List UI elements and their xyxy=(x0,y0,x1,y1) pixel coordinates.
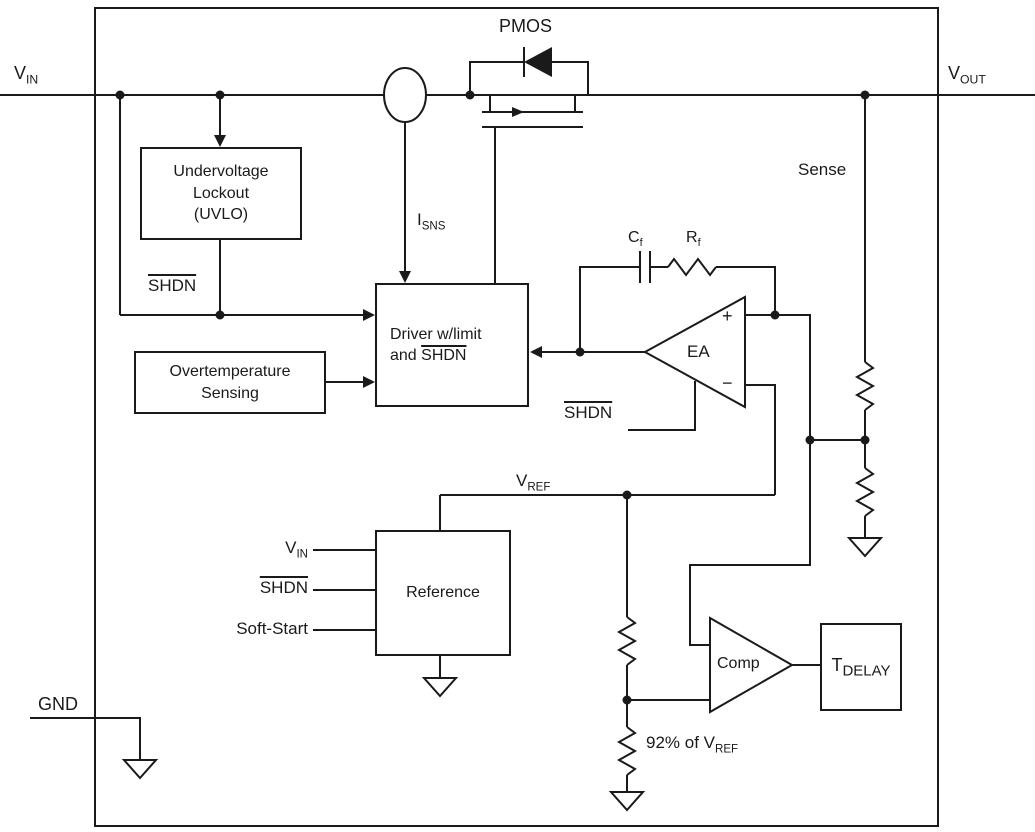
reference-title: Reference xyxy=(406,584,480,602)
isns-text: I xyxy=(417,210,422,229)
driver-line2: and SHDN xyxy=(390,345,466,366)
current-sense-icon xyxy=(383,67,427,123)
pct-main-text: V xyxy=(703,733,715,752)
sense-resistor-bottom xyxy=(854,467,876,517)
vin-subscript: IN xyxy=(26,72,39,87)
ea-label: EA xyxy=(687,342,710,362)
sense-text: Sense xyxy=(798,160,847,179)
vout-text: V xyxy=(948,63,961,83)
ea-text: EA xyxy=(687,342,710,361)
reference-block: Reference xyxy=(375,530,511,656)
gnd-text: GND xyxy=(38,694,78,714)
shdn-uvlo-text: SHDN xyxy=(148,276,197,295)
shdn-ea-text: SHDN xyxy=(564,403,613,422)
uvlo-block: Undervoltage Lockout (UVLO) xyxy=(140,147,302,240)
ic-boundary-box xyxy=(94,7,939,827)
comp-comparator-triangle xyxy=(709,616,795,714)
ref-shdn-text: SHDN xyxy=(259,578,308,597)
ea-minus-label: − xyxy=(722,373,733,394)
comp-label: Comp xyxy=(717,655,760,673)
vout-label: VOUT xyxy=(948,63,986,87)
vin-label: VIN xyxy=(14,63,39,87)
driver-block: Driver w/limit and SHDN xyxy=(375,283,529,407)
ea-amplifier-triangle xyxy=(642,295,746,409)
overtemp-line1: Overtemperature xyxy=(169,363,291,381)
ea-minus-text: − xyxy=(722,373,733,393)
uvlo-line2: Lockout xyxy=(192,184,250,202)
overtemperature-sensing-block: Overtemperature Sensing xyxy=(134,351,326,414)
pmos-transistor-icon xyxy=(482,95,583,128)
vin-text: V xyxy=(14,63,27,83)
ea-plus-label: + xyxy=(722,306,733,327)
ground-symbol-divider xyxy=(608,791,646,812)
vout-subscript: OUT xyxy=(960,72,986,87)
vref-label: VREF xyxy=(516,471,551,494)
cf-text: C xyxy=(628,229,640,246)
tdelay-subscript: DELAY xyxy=(842,662,891,680)
rf-text: R xyxy=(686,229,698,246)
pct-prefix-text: 92% of xyxy=(646,733,704,752)
overtemp-line2: Sensing xyxy=(201,384,259,402)
rf-label: Rf xyxy=(686,229,701,250)
driver-line2-prefix: and xyxy=(390,347,422,364)
ref-vin-text: V xyxy=(285,538,297,557)
ref-input-vin-label: VIN xyxy=(150,538,308,561)
cf-subscript: f xyxy=(639,237,643,250)
vref-text: V xyxy=(516,471,528,490)
isns-label: ISNS xyxy=(417,210,446,233)
sense-resistor-top xyxy=(854,361,876,411)
pmos-label: PMOS xyxy=(499,16,552,37)
ref-vin-subscript: IN xyxy=(296,548,308,561)
driver-line1: Driver w/limit xyxy=(390,325,482,343)
cf-label: Cf xyxy=(628,229,643,250)
tdelay-main: T xyxy=(831,654,843,675)
comp-text: Comp xyxy=(717,655,760,672)
vref-divider-resistor-top xyxy=(616,616,638,666)
ref-softstart-text: Soft-Start xyxy=(236,619,308,638)
feedback-capacitor-cf xyxy=(639,251,651,283)
feedback-resistor-rf xyxy=(667,257,717,277)
ground-symbol-reference xyxy=(421,677,459,698)
vref-subscript: REF xyxy=(527,481,551,494)
shdn-ea-label: SHDN xyxy=(564,403,612,423)
gnd-label: GND xyxy=(38,694,78,715)
ground-symbol-gnd-pin xyxy=(121,759,159,780)
junction-dots xyxy=(115,90,870,705)
pct-vref-label: 92% of VREF xyxy=(646,733,739,756)
driver-line2-shdn: SHDN xyxy=(421,347,467,364)
ea-plus-text: + xyxy=(722,306,733,326)
arrowheads xyxy=(214,135,542,388)
sense-label: Sense xyxy=(798,160,846,180)
body-diode-icon xyxy=(523,47,552,77)
pct-subscript: REF xyxy=(715,743,739,756)
ref-input-shdn-label: SHDN xyxy=(150,578,308,598)
uvlo-line3: (UVLO) xyxy=(193,206,249,224)
isns-subscript: SNS xyxy=(421,220,446,233)
wires xyxy=(30,61,866,792)
pmos-text: PMOS xyxy=(499,16,553,36)
shdn-uvlo-label: SHDN xyxy=(148,276,196,296)
uvlo-line1: Undervoltage xyxy=(173,163,269,181)
rf-subscript: f xyxy=(697,237,701,250)
tdelay-block: TDELAY xyxy=(820,623,902,711)
tdelay-label: TDELAY xyxy=(831,653,890,682)
ref-input-softstart-label: Soft-Start xyxy=(150,619,308,639)
vref-divider-resistor-bottom xyxy=(616,726,638,776)
ground-symbol-sense xyxy=(846,537,884,558)
